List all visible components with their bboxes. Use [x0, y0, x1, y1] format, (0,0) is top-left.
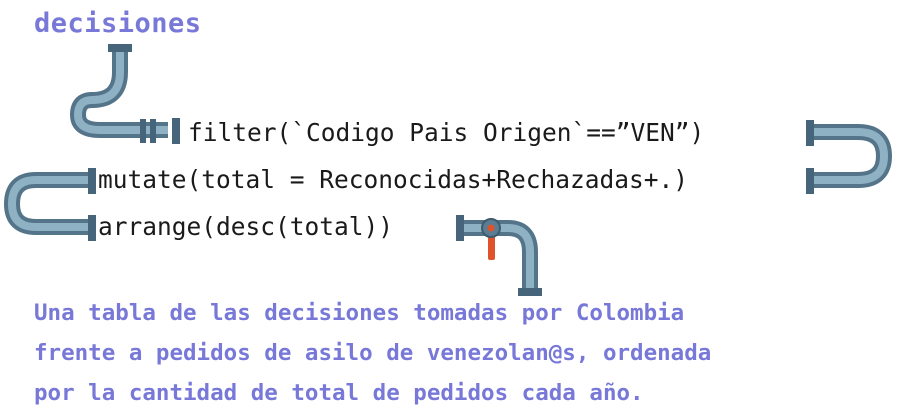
code-line-mutate: mutate(total = Reconocidas+Rechazadas+.): [98, 165, 689, 194]
outlet-pipe-icon: [456, 215, 542, 296]
description: Una tabla de las decisiones tomadas por …: [34, 293, 884, 413]
right-bend-pipe-icon: [806, 120, 893, 194]
description-line: frente a pedidos de asilo de venezolan@s…: [34, 340, 712, 366]
valve-icon: [481, 218, 501, 260]
description-line: Una tabla de las decisiones tomadas por …: [34, 300, 685, 326]
left-bend-pipe-icon: [3, 168, 96, 241]
code-line-filter: filter(`Codigo Pais Origen`==”VEN”): [188, 118, 705, 147]
inlet-pipe-icon: [70, 44, 180, 144]
code-line-arrange: arrange(desc(total)): [98, 212, 394, 241]
description-line: por la cantidad de total de pedidos cada…: [34, 380, 644, 406]
page-title: decisiones: [34, 8, 202, 39]
